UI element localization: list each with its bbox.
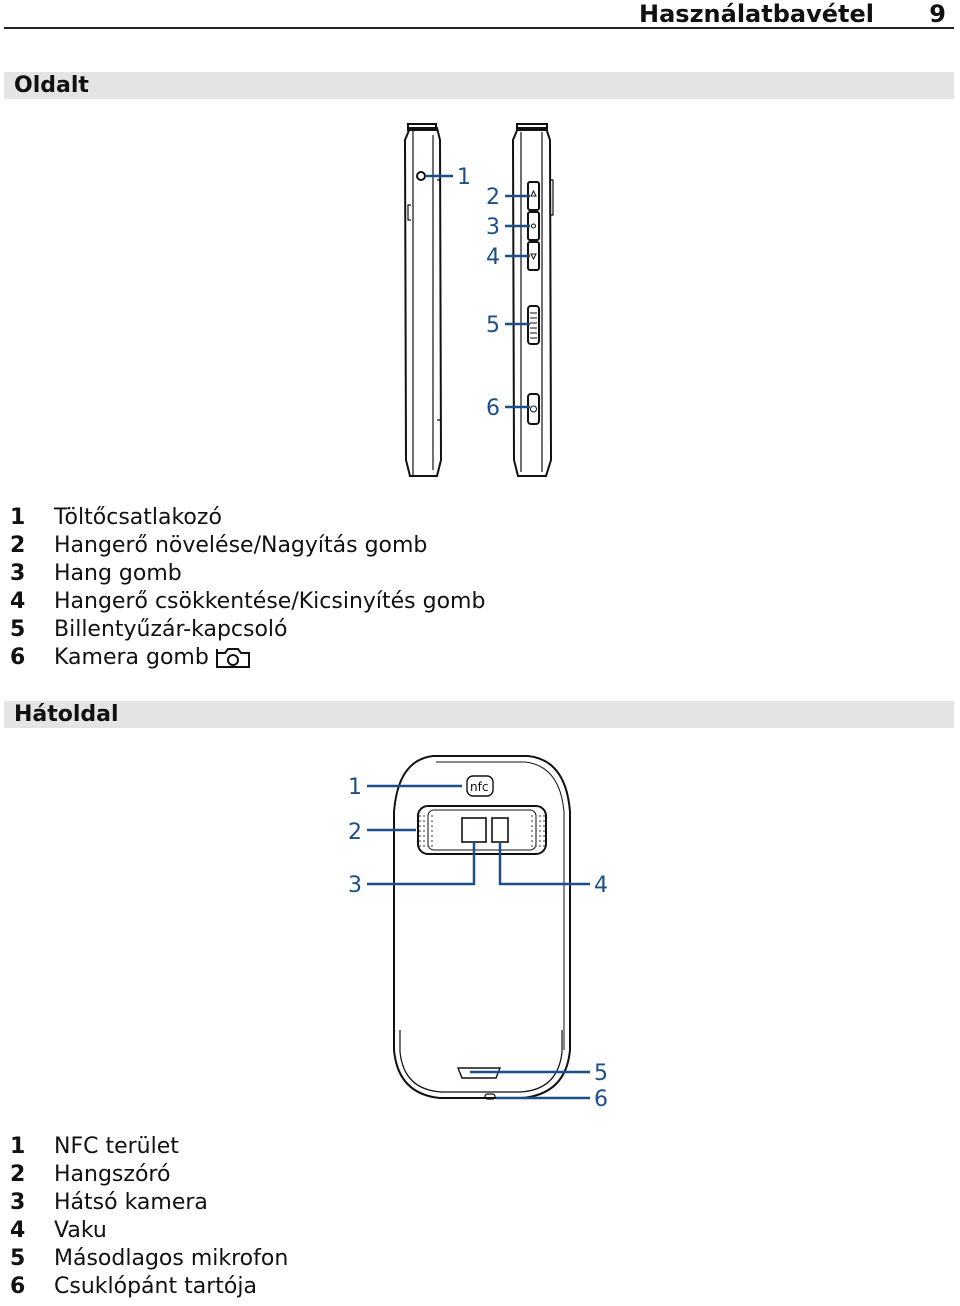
side-callout-3: 3 (486, 215, 500, 240)
legend-item: 1 NFC terület (10, 1133, 288, 1161)
legend-label: Billentyűzár-kapcsoló (54, 617, 288, 642)
legend-item: 5 Billentyűzár-kapcsoló (10, 616, 485, 644)
back-callout-3: 3 (348, 873, 362, 898)
page-number: 9 (929, 0, 946, 28)
legend-number: 4 (10, 1218, 26, 1243)
legend-number: 2 (10, 1162, 26, 1187)
side-callout-6: 6 (486, 396, 500, 421)
running-header-title: Használatbavétel (639, 0, 874, 28)
side-legend: 1 Töltőcsatlakozó 2 Hangerő növelése/Nag… (10, 504, 485, 672)
back-callout-lines (367, 784, 590, 1100)
legend-number: 4 (10, 589, 26, 614)
side-callout-2: 2 (486, 185, 500, 210)
legend-item: 1 Töltőcsatlakozó (10, 504, 485, 532)
legend-item: 6 Csuklópánt tartója (10, 1273, 288, 1301)
side-callout-lines (425, 174, 530, 409)
legend-label: Másodlagos mikrofon (54, 1246, 289, 1271)
legend-label: Hang gomb (54, 561, 182, 586)
legend-label: Kamera gomb (54, 645, 209, 670)
legend-label: Hangszóró (54, 1162, 171, 1187)
legend-item: 3 Hang gomb (10, 560, 485, 588)
legend-item: 6 Kamera gomb (10, 644, 485, 672)
camera-icon (215, 647, 251, 669)
back-callout-4: 4 (594, 873, 608, 898)
back-callout-5: 5 (594, 1061, 608, 1086)
legend-number: 5 (10, 617, 26, 642)
section-back-heading: Hátoldal (14, 702, 119, 727)
legend-label: Hangerő növelése/Nagyítás gomb (54, 533, 428, 558)
legend-label: Töltőcsatlakozó (54, 505, 222, 530)
legend-label: Hátsó kamera (54, 1190, 208, 1215)
legend-item: 2 Hangerő növelése/Nagyítás gomb (10, 532, 485, 560)
back-callout-1: 1 (348, 775, 362, 800)
side-callout-4: 4 (486, 245, 500, 270)
legend-item: 3 Hátsó kamera (10, 1189, 288, 1217)
legend-number: 2 (10, 533, 26, 558)
legend-number: 3 (10, 561, 26, 586)
side-callout-5: 5 (486, 313, 500, 338)
legend-label: Csuklópánt tartója (54, 1274, 257, 1299)
legend-item: 5 Másodlagos mikrofon (10, 1245, 288, 1273)
back-callout-6: 6 (594, 1087, 608, 1112)
legend-number: 6 (10, 1274, 26, 1299)
legend-number: 3 (10, 1190, 26, 1215)
phone-side-right-drawing (511, 123, 554, 477)
phone-back-drawing (393, 755, 571, 1100)
back-callout-2: 2 (348, 820, 362, 845)
speaker-grille-drawing (419, 815, 545, 847)
legend-item: 2 Hangszóró (10, 1161, 288, 1189)
legend-number: 6 (10, 645, 26, 670)
legend-label: NFC terület (54, 1134, 179, 1159)
legend-number: 1 (10, 505, 26, 530)
section-side-heading: Oldalt (14, 73, 89, 98)
back-legend: 1 NFC terület 2 Hangszóró 3 Hátsó kamera… (10, 1133, 288, 1301)
legend-item: 4 Vaku (10, 1217, 288, 1245)
phone-side-left-drawing (403, 123, 443, 477)
header-rule (4, 27, 954, 29)
section-side-heading-bar: Oldalt (4, 72, 954, 99)
nfc-logo: nfc (470, 780, 488, 794)
legend-number: 1 (10, 1134, 26, 1159)
legend-item: 4 Hangerő csökkentése/Kicsinyítés gomb (10, 588, 485, 616)
legend-label: Vaku (54, 1218, 107, 1243)
section-back-heading-bar: Hátoldal (4, 701, 954, 728)
side-callout-1: 1 (457, 165, 471, 190)
legend-label: Hangerő csökkentése/Kicsinyítés gomb (54, 589, 486, 614)
legend-number: 5 (10, 1246, 26, 1271)
